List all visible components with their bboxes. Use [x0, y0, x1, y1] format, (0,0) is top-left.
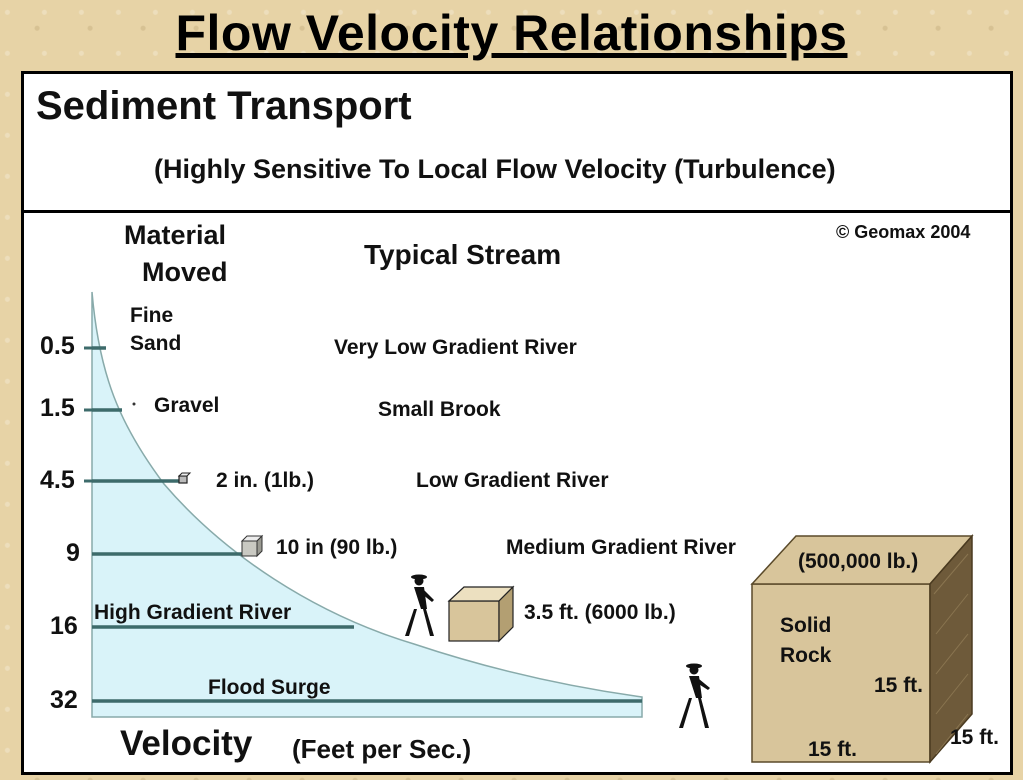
axis-label: Velocity: [120, 724, 253, 763]
material-header-line2: Moved: [142, 257, 228, 287]
material-label: Fine: [130, 304, 174, 327]
rock-width-label: 15 ft.: [808, 738, 858, 761]
velocity-tick-label: 4.5: [40, 466, 75, 494]
stream-header: Typical Stream: [364, 239, 562, 270]
hiker-icon: [679, 663, 710, 728]
block-icon: [447, 585, 515, 643]
small-block-icon: [240, 534, 264, 558]
diagram-panel: Sediment Transport (Highly Sensitive To …: [21, 71, 1013, 775]
stream-label: High Gradient River: [94, 601, 292, 624]
material-label: 3.5 ft. (6000 lb.): [524, 601, 676, 624]
rock-label-line1: Solid: [780, 614, 832, 637]
material-label: Flood Surge: [208, 676, 331, 699]
hiker-icon: [405, 574, 434, 636]
stream-label: Very Low Gradient River: [334, 336, 577, 359]
rock-height-label: 15 ft.: [874, 674, 924, 697]
pebble-icon: [177, 472, 192, 484]
header-subtitle: (Highly Sensitive To Local Flow Velocity…: [154, 154, 836, 184]
stream-label: Small Brook: [378, 398, 501, 421]
material-label: Gravel: [154, 394, 220, 417]
material-header-line1: Material: [124, 220, 227, 250]
copyright-notice: © Geomax 2004: [836, 222, 970, 243]
stream-label: Medium Gradient River: [506, 536, 736, 559]
slide-title: Flow Velocity Relationships: [175, 5, 848, 61]
header-title: Sediment Transport: [36, 84, 412, 128]
copyright-icon: ©: [836, 222, 850, 242]
copyright-text: Geomax 2004: [854, 222, 971, 242]
velocity-tick-label: 0.5: [40, 332, 75, 360]
material-label: 2 in. (1lb.): [216, 469, 315, 492]
velocity-tick-label: 1.5: [40, 394, 75, 422]
header-box: Sediment Transport (Highly Sensitive To …: [24, 74, 1010, 213]
velocity-tick-label: 16: [50, 612, 78, 640]
rock-weight: (500,000 lb.): [798, 550, 919, 573]
stream-label: Low Gradient River: [416, 469, 609, 492]
rock-label-line2: Rock: [780, 644, 832, 667]
velocity-tick-label: 32: [50, 686, 78, 714]
solid-rock-cube: [750, 534, 974, 764]
material-label: Sand: [130, 332, 182, 355]
gravel-dot: [132, 402, 136, 406]
rock-depth-label: 15 ft.: [950, 726, 1000, 749]
material-label: 10 in (90 lb.): [276, 536, 398, 559]
velocity-tick-label: 9: [66, 539, 80, 567]
diagram-graphics: [84, 291, 974, 764]
axis-unit: (Feet per Sec.): [292, 734, 472, 764]
